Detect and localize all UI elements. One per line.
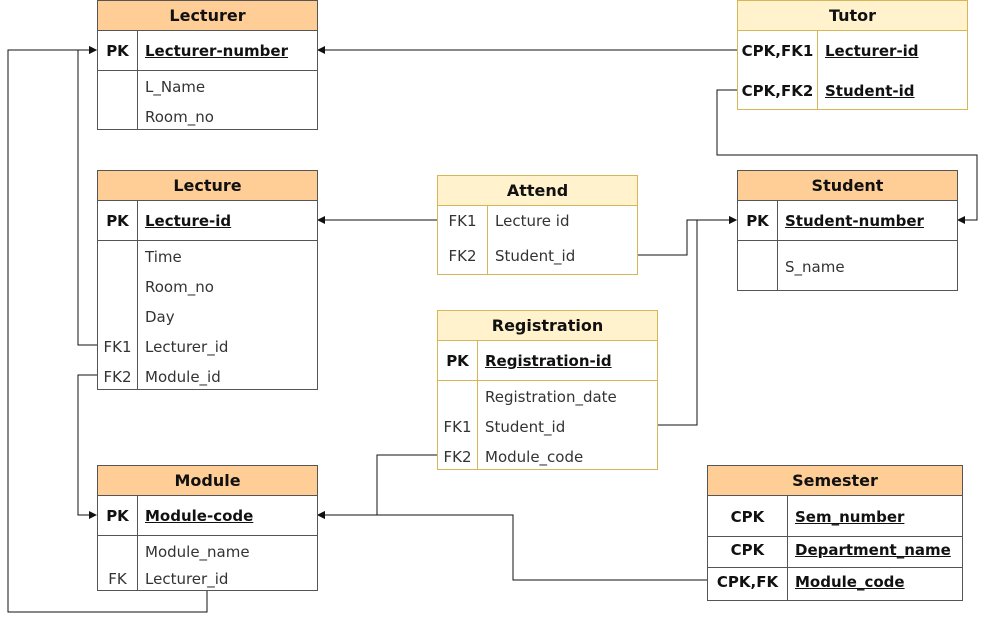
entity-title: Tutor bbox=[738, 1, 967, 31]
entity-title: Registration bbox=[438, 311, 657, 341]
key-label: FK2 bbox=[103, 368, 132, 386]
attribute: Time bbox=[145, 248, 182, 266]
attribute: Lecturer_id bbox=[145, 570, 229, 588]
pk-field: Module-code bbox=[145, 507, 254, 525]
entity-lecturer[interactable]: Lecturer PK Lecturer-number L_Name Room_… bbox=[97, 0, 318, 130]
key-label: CPK,FK1 bbox=[741, 42, 814, 60]
attribute: Room_no bbox=[145, 278, 214, 296]
entity-semester[interactable]: Semester CPK Sem_number CPK Department_n… bbox=[707, 465, 963, 601]
entity-title: Attend bbox=[438, 176, 637, 206]
connector-tutor-student bbox=[716, 89, 978, 224]
connector-module-lecturer bbox=[7, 46, 208, 613]
pk-field: Lecturer-number bbox=[145, 42, 288, 60]
pk-field: Registration-id bbox=[485, 352, 612, 370]
attribute: Room_no bbox=[145, 108, 214, 126]
key-label: CPK,FK2 bbox=[741, 82, 814, 100]
entity-module[interactable]: Module PK Module-code Module_name FK Lec… bbox=[97, 465, 318, 591]
pk-field: Lecture-id bbox=[145, 212, 232, 230]
attribute: Student_id bbox=[485, 418, 566, 436]
pk-field: Student-id bbox=[825, 82, 915, 100]
entity-title: Lecture bbox=[98, 171, 317, 201]
pk-field: Module_code bbox=[795, 573, 905, 591]
key-label: PK bbox=[746, 212, 769, 230]
entity-student[interactable]: Student PK Student-number S_name bbox=[737, 170, 958, 291]
key-label: FK1 bbox=[103, 338, 132, 356]
key-label: FK1 bbox=[448, 212, 477, 230]
entity-lecture[interactable]: Lecture PK Lecture-id Time Room_no Day F… bbox=[97, 170, 318, 390]
attribute: Student_id bbox=[495, 247, 576, 265]
key-label: PK bbox=[106, 212, 129, 230]
entity-attend[interactable]: Attend FK1 Lecture id FK2 Student_id bbox=[437, 175, 638, 275]
connector-lecture-lecturer bbox=[77, 46, 97, 346]
key-label: PK bbox=[446, 352, 469, 370]
entity-tutor[interactable]: Tutor CPK,FK1 Lecturer-id CPK,FK2 Studen… bbox=[737, 0, 968, 110]
attribute: Module_name bbox=[145, 543, 250, 561]
connector-registration-module bbox=[317, 454, 437, 519]
key-label: FK bbox=[108, 570, 127, 588]
key-label: PK bbox=[106, 507, 129, 525]
connector-semester-module bbox=[317, 511, 707, 581]
connector-lecture-module bbox=[77, 374, 97, 519]
pk-field: Department_name bbox=[795, 541, 951, 559]
attribute: S_name bbox=[785, 258, 845, 276]
attribute: Lecture id bbox=[495, 212, 570, 230]
key-label: CPK bbox=[730, 541, 765, 559]
key-label: FK2 bbox=[443, 448, 472, 466]
entity-title: Student bbox=[738, 171, 957, 201]
key-label: FK1 bbox=[443, 418, 472, 436]
attribute: Day bbox=[145, 308, 175, 326]
connector-registration-student bbox=[657, 216, 737, 426]
entity-title: Lecturer bbox=[98, 1, 317, 31]
connector-attend-student bbox=[637, 216, 737, 256]
key-label: CPK bbox=[730, 508, 765, 526]
key-label: FK2 bbox=[448, 247, 477, 265]
entity-title: Module bbox=[98, 466, 317, 496]
attribute: Module_id bbox=[145, 368, 221, 386]
key-label: CPK,FK bbox=[716, 573, 779, 591]
attribute: Module_code bbox=[485, 448, 584, 466]
entity-title: Semester bbox=[708, 466, 962, 496]
attribute: Lecturer_id bbox=[145, 338, 229, 356]
pk-field: Sem_number bbox=[795, 508, 905, 526]
entity-registration[interactable]: Registration PK Registration-id Registra… bbox=[437, 310, 658, 470]
attribute: Registration_date bbox=[485, 388, 617, 406]
key-label: PK bbox=[106, 42, 129, 60]
attribute: L_Name bbox=[145, 78, 206, 96]
pk-field: Lecturer-id bbox=[825, 42, 919, 60]
pk-field: Student-number bbox=[785, 212, 924, 230]
